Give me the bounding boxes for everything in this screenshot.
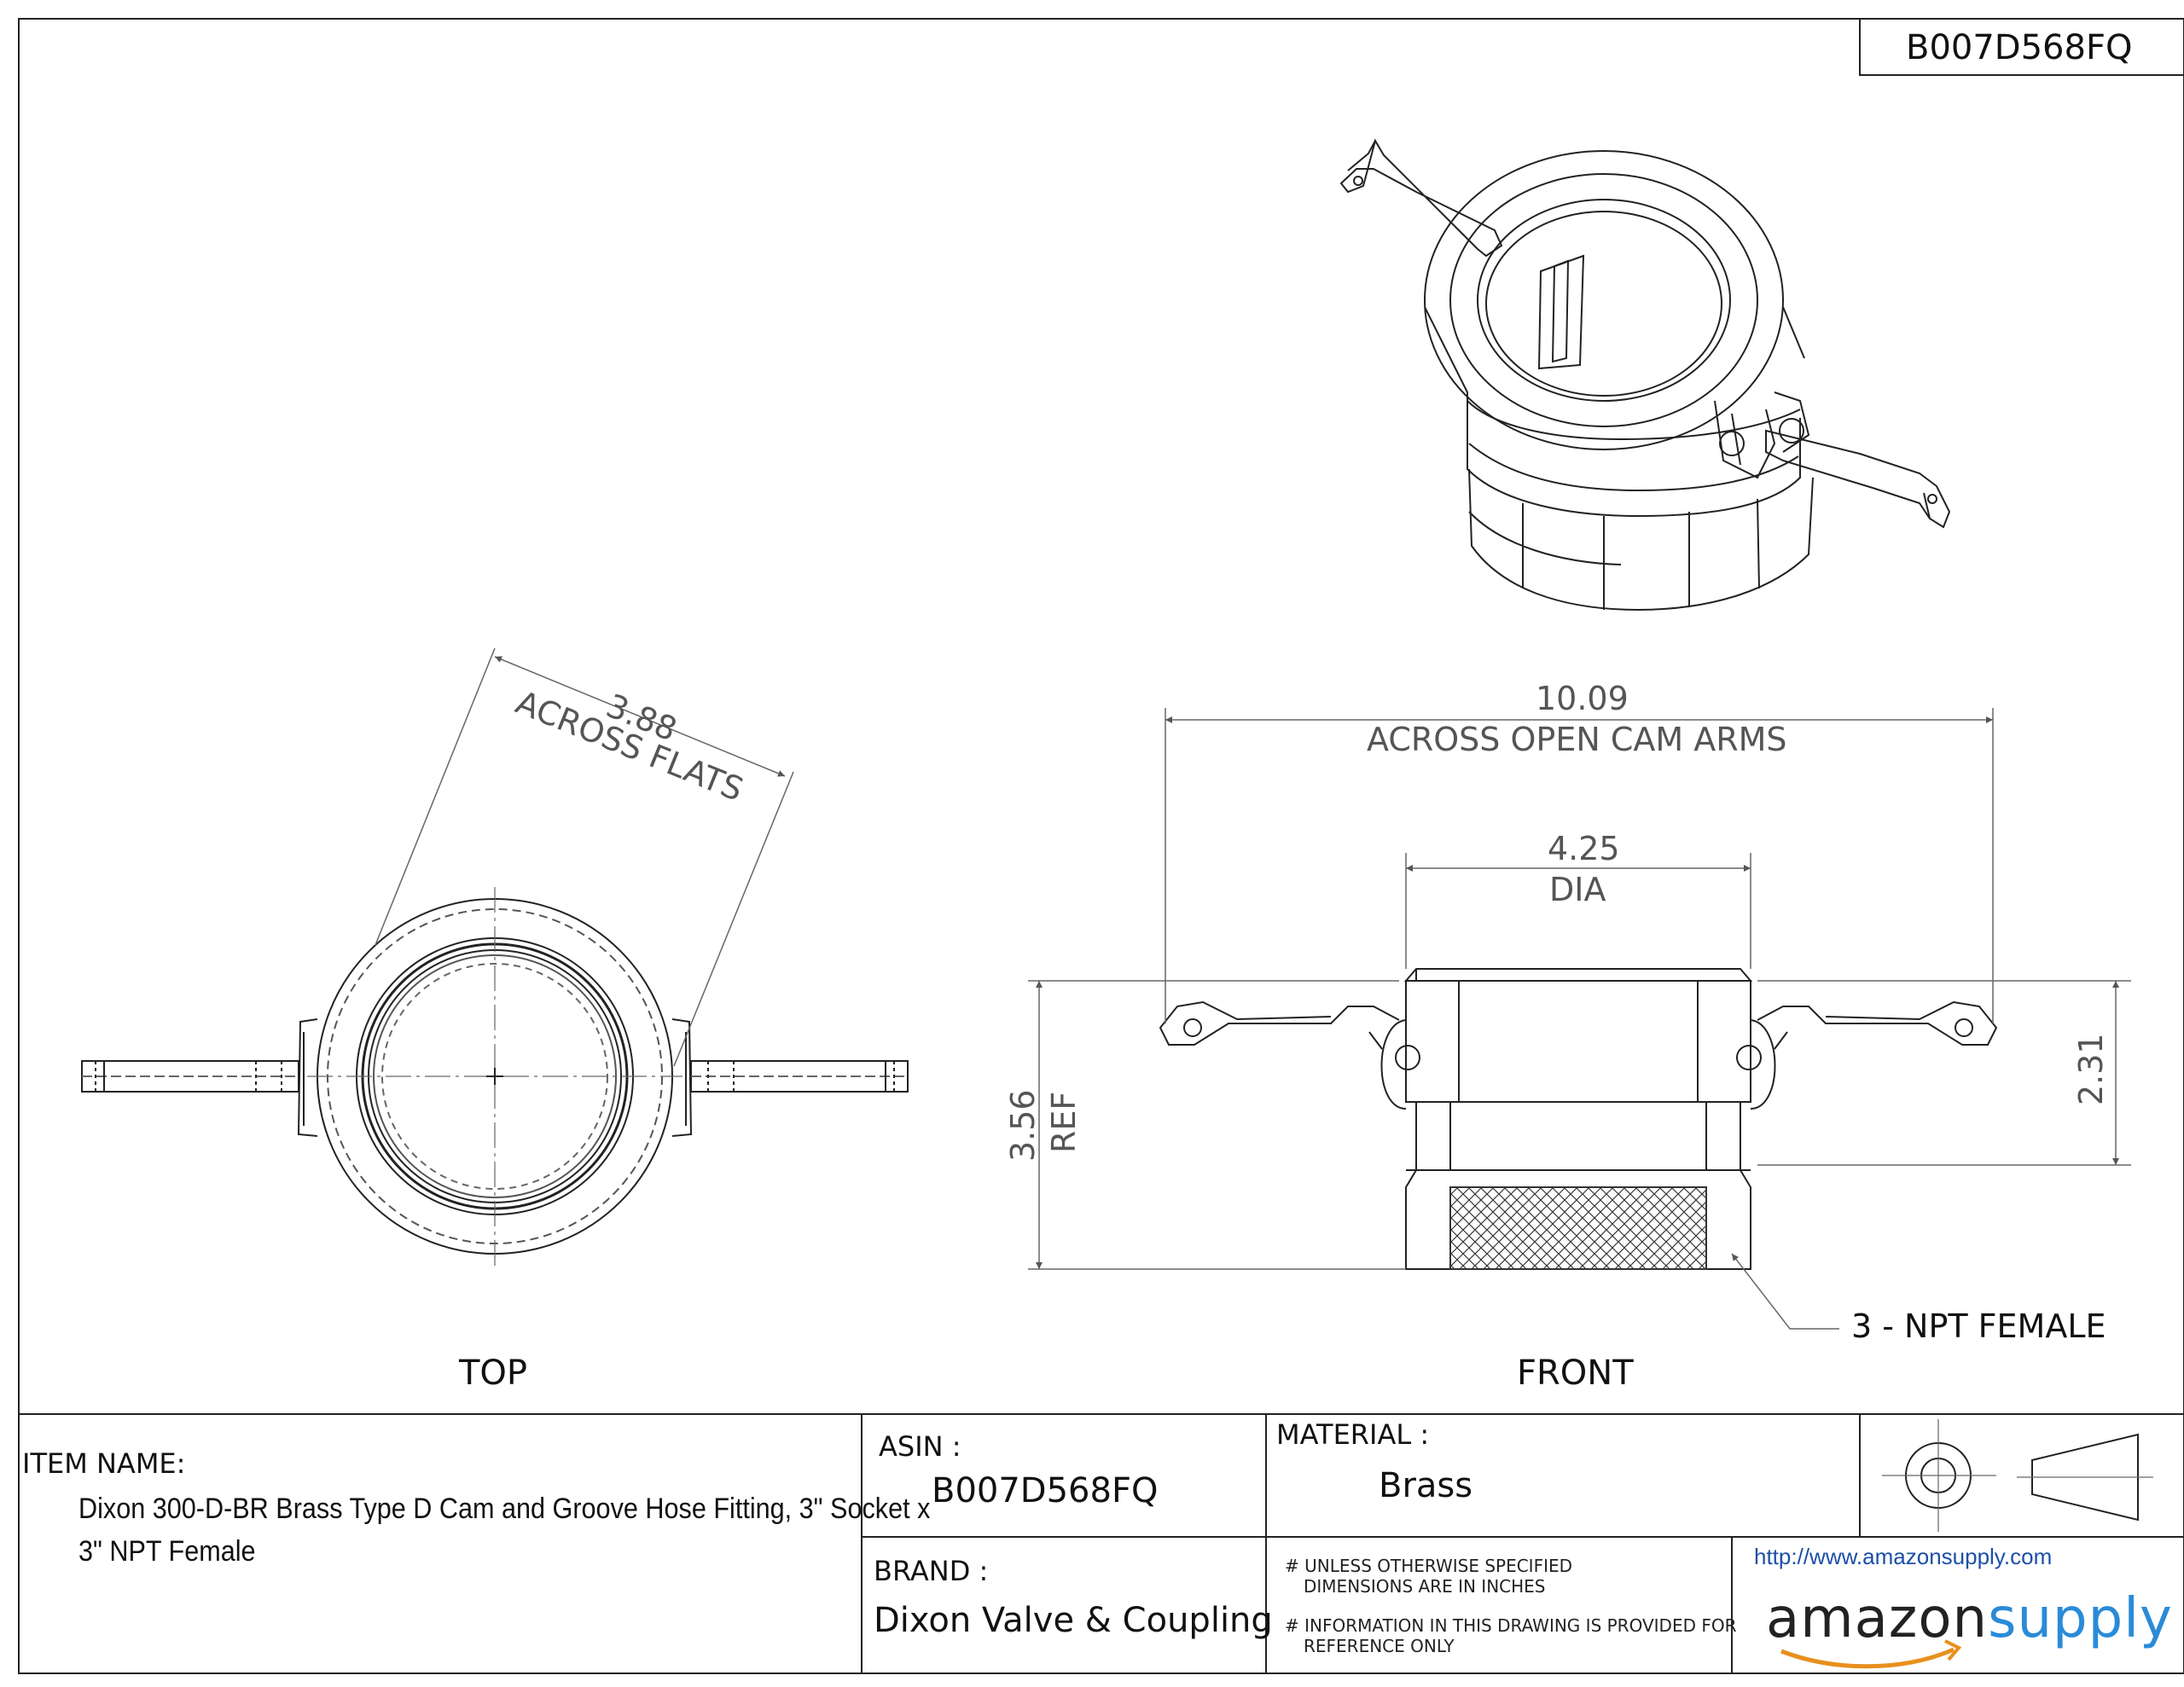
asin-label: ASIN :	[879, 1430, 961, 1463]
sheet-border	[18, 18, 2184, 1674]
item-name-line1: Dixon 300-D-BR Brass Type D Cam and Groo…	[78, 1493, 931, 1525]
note2-line2: REFERENCE ONLY	[1304, 1636, 1455, 1656]
note1-line2: DIMENSIONS ARE IN INCHES	[1304, 1576, 1546, 1597]
item-name-line2: 3" NPT Female	[78, 1535, 256, 1568]
height-value: 2.31	[2072, 1033, 2110, 1105]
front-dimensions	[1028, 708, 2131, 1330]
brand-label: BRAND :	[874, 1555, 989, 1587]
projection-symbol-icon	[1882, 1419, 2153, 1532]
asin-header: B007D568FQ	[1906, 28, 2133, 67]
brand-value: Dixon Valve & Coupling	[874, 1601, 1273, 1640]
ref-value: 3.56	[1004, 1089, 1042, 1162]
top-view-label: TOP	[459, 1354, 528, 1393]
amazonsupply-url-link[interactable]: http://www.amazonsupply.com	[1754, 1544, 2053, 1569]
note1-line1: # UNLESS OTHERWISE SPECIFIED	[1285, 1556, 1573, 1576]
amazon-smile-icon	[1780, 1647, 1955, 1669]
material-label: MATERIAL :	[1276, 1418, 1430, 1451]
material-value: Brass	[1379, 1466, 1473, 1505]
cam-arms-value: 10.09	[1536, 680, 1629, 717]
ref-text: REF	[1045, 1091, 1083, 1153]
asin-value: B007D568FQ	[932, 1471, 1159, 1510]
dia-text: DIA	[1549, 871, 1606, 908]
logo-amazon-text: amazon	[1766, 1587, 1989, 1650]
logo-supply-text: supply	[1988, 1587, 2173, 1650]
amazonsupply-logo: amazonsupply	[1766, 1591, 2173, 1646]
asin-header-box	[1859, 18, 2184, 76]
cam-arms-text: ACROSS OPEN CAM ARMS	[1367, 721, 1787, 758]
dia-value: 4.25	[1548, 830, 1620, 867]
front-view-label: FRONT	[1517, 1354, 1634, 1393]
note2-line1: # INFORMATION IN THIS DRAWING IS PROVIDE…	[1285, 1615, 1737, 1636]
item-name-label: ITEM NAME:	[22, 1447, 186, 1480]
thread-callout: 3 - NPT FEMALE	[1851, 1307, 2106, 1345]
amazon-smile-arrowhead-icon	[1944, 1639, 1962, 1661]
front-view	[1159, 968, 1998, 1270]
top-view	[81, 887, 909, 1267]
title-block-grid	[19, 1413, 2184, 1673]
across-flats-dimension	[375, 647, 794, 1067]
isometric-view	[1339, 138, 1951, 612]
